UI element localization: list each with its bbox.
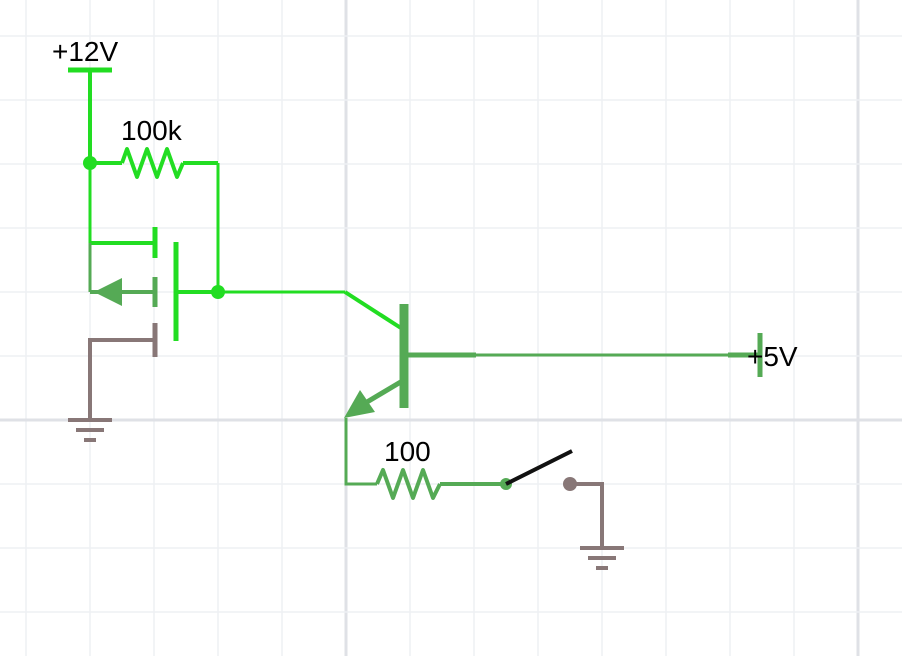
supply-5v[interactable]: +5V xyxy=(728,333,798,377)
mosfet[interactable] xyxy=(88,163,218,357)
resistor-100k-label: 100k xyxy=(121,115,183,146)
supply-12v[interactable]: +12V xyxy=(52,36,118,163)
ground-symbol-right[interactable] xyxy=(580,546,624,570)
bjt-transistor[interactable] xyxy=(343,290,476,418)
ground-symbol-left[interactable] xyxy=(68,418,112,442)
resistor-100-label: 100 xyxy=(384,436,431,467)
supply-5v-label: +5V xyxy=(747,341,798,372)
wire-switch-ground xyxy=(570,482,604,548)
resistor-100[interactable]: 100 xyxy=(375,436,506,500)
wire-mosfet-ground xyxy=(88,338,155,420)
supply-12v-label: +12V xyxy=(52,36,118,67)
resistor-100k[interactable]: 100k xyxy=(90,115,218,179)
wire-emitter xyxy=(344,418,377,486)
